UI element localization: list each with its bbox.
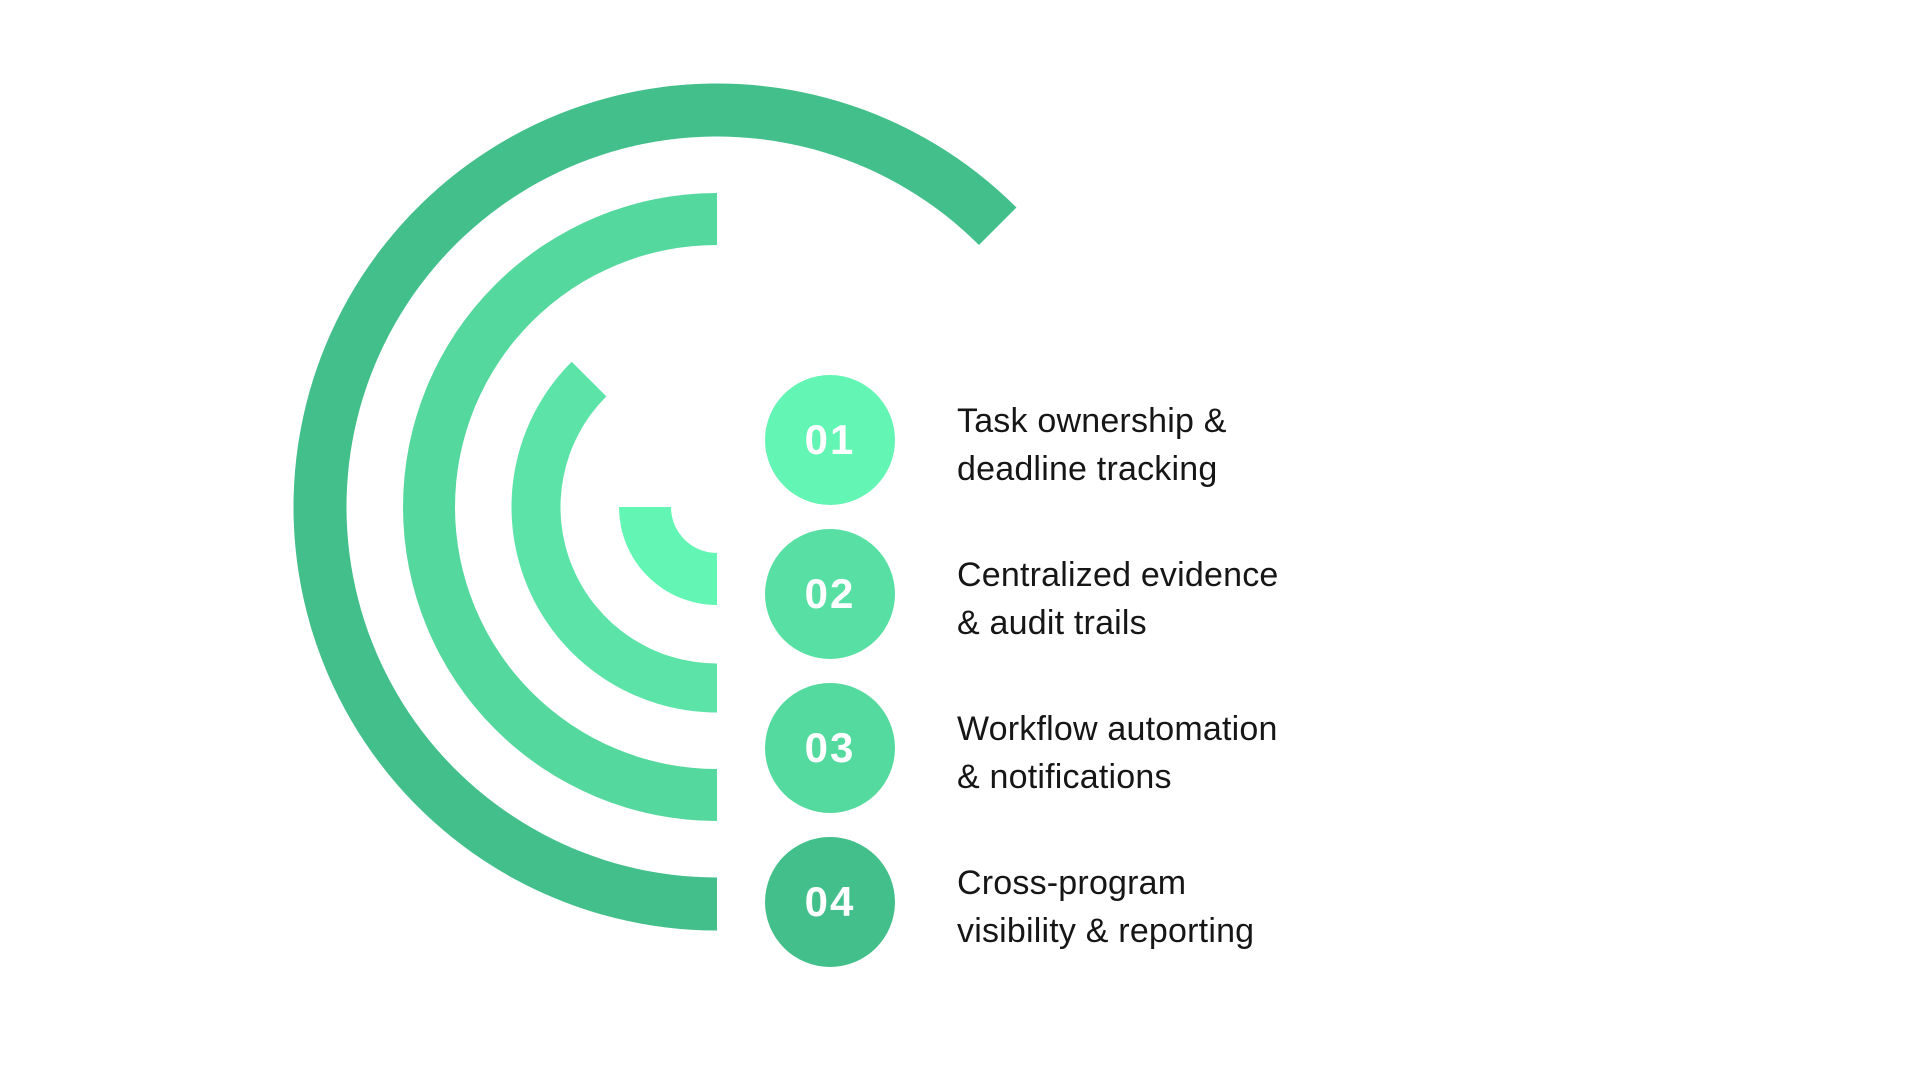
arc-ring-4-inner	[619, 507, 717, 605]
list-item: 01 Task ownership & deadline tracking	[765, 375, 1227, 505]
step-number: 03	[804, 724, 856, 771]
arc-ring-2	[403, 193, 717, 821]
step-badge: 02	[765, 529, 895, 659]
step-badge: 01	[765, 375, 895, 505]
step-number: 01	[804, 416, 856, 463]
list-item: 03 Workflow automation & notifications	[765, 683, 1278, 813]
list-item: 04 Cross-program visibility & reporting	[765, 837, 1254, 967]
step-badge: 03	[765, 683, 895, 813]
step-label: Task ownership & deadline tracking	[957, 402, 1227, 488]
step-number: 04	[804, 878, 856, 925]
step-number: 02	[804, 570, 856, 617]
arc-ring-3	[511, 361, 717, 713]
list-item: 02 Centralized evidence & audit trails	[765, 529, 1279, 659]
arc-ring-1-outer	[293, 83, 1017, 931]
step-label: Workflow automation & notifications	[957, 710, 1278, 796]
step-badge: 04	[765, 837, 895, 967]
step-label: Centralized evidence & audit trails	[957, 556, 1279, 642]
step-label: Cross-program visibility & reporting	[957, 864, 1255, 950]
